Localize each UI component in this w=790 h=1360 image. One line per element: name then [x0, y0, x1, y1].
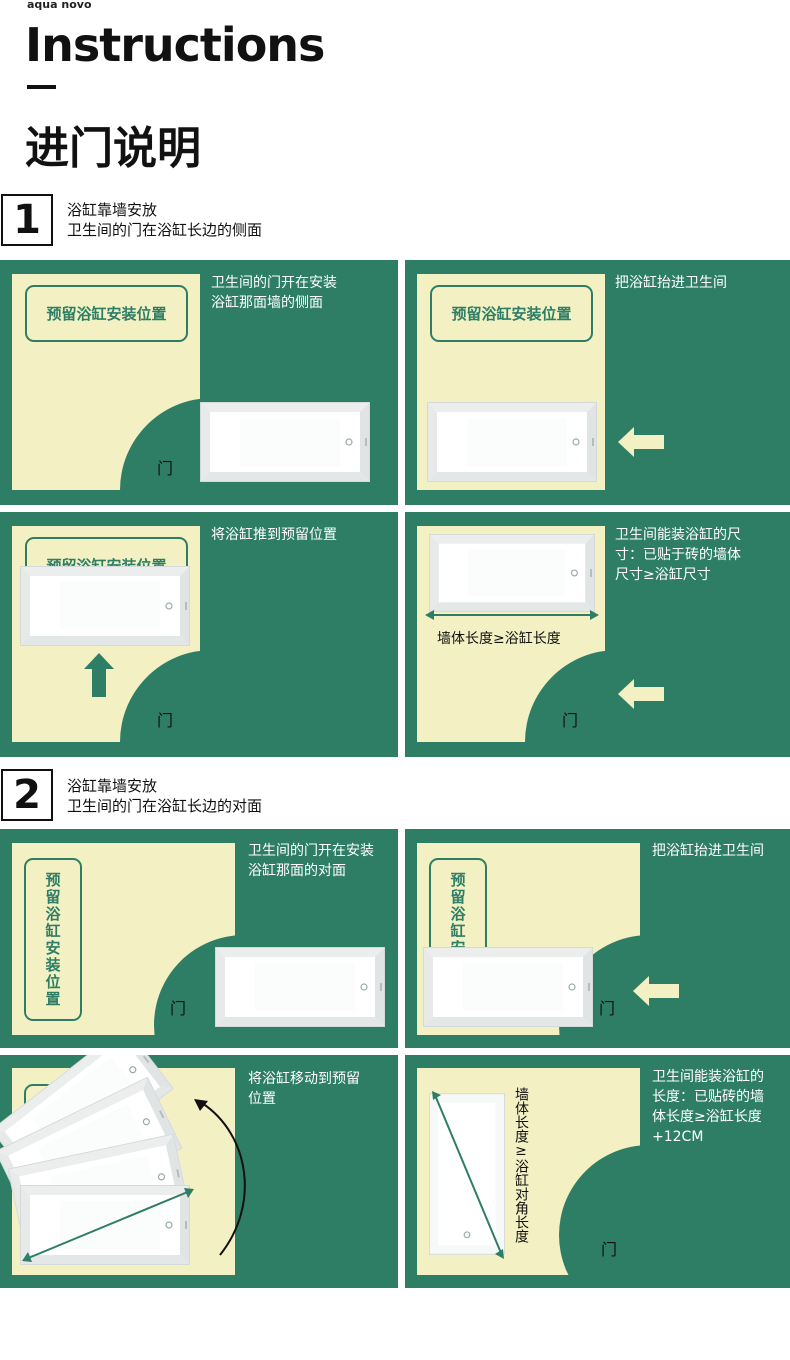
step-2-description: 浴缸靠墙安放 卫生间的门在浴缸长边的对面	[67, 776, 262, 816]
diagonal-length-annotation: 墙体长度≥浴缸对角长度	[513, 1087, 529, 1243]
arrow-left-icon	[618, 679, 664, 709]
arrow-left-icon	[618, 427, 664, 457]
bathtub-icon	[20, 566, 190, 646]
step-1-panel-1-text: 卫生间的门开在安装 浴缸那面墙的侧面	[211, 275, 337, 311]
step-1-line-2: 卫生间的门在浴缸长边的侧面	[67, 221, 263, 239]
step-2-panel-1: 预留浴缸安装位置 门 卫生间的门开在安装 浴缸那面的对面	[0, 829, 398, 1048]
curved-arrow-icon	[194, 1099, 246, 1256]
reserve-area-label: 预留浴缸安装位置	[25, 285, 188, 342]
step-2-panel-4-text: 卫生间能装浴缸的 长度：已贴砖的墙 体长度≥浴缸长度 +12CM	[652, 1069, 764, 1145]
bathtub-icon	[427, 534, 597, 612]
step-1-panel-3: 预留浴缸安装位置 门 将浴缸推到预留位置	[0, 512, 398, 757]
step-2-line-2: 卫生间的门在浴缸长边的对面	[67, 797, 263, 815]
step-1-number: 1	[1, 194, 53, 246]
reserve-area-label: 预留浴缸安装位置	[430, 285, 593, 342]
arrow-left-icon	[633, 976, 679, 1006]
page-title-zh: 进门说明	[25, 123, 201, 174]
bathtub-icon	[427, 402, 597, 482]
wall-length-annotation: 墙体长度≥浴缸长度	[437, 631, 561, 647]
diagonal-arrow-icon	[22, 1188, 194, 1262]
step-1-panel-4-text: 卫生间能装浴缸的尺 寸：已贴于砖的墙体 尺寸≥浴缸尺寸	[615, 527, 741, 583]
step-1-line-1: 浴缸靠墙安放	[67, 201, 158, 219]
arrow-up-icon	[84, 653, 114, 697]
door-label: 门	[562, 711, 579, 730]
step-1-panel-4: 墙体长度≥浴缸长度 门 卫生间能装浴缸的尺 寸：已贴于砖的墙体 尺寸≥浴缸尺寸	[405, 512, 790, 757]
step-2-number: 2	[1, 769, 53, 821]
door-label: 门	[170, 999, 187, 1018]
door-label: 门	[599, 999, 616, 1018]
step-1-panel-1: 预留浴缸安装位置 门 卫生间的门开在安装 浴缸那面墙的侧面	[0, 260, 398, 505]
step-2-panel-3: 预留浴缸安装位置 将浴缸移动到预留 位置	[0, 1055, 398, 1288]
step-2-panel-3-text: 将浴缸移动到预留 位置	[248, 1071, 360, 1107]
diagonal-arrow-icon	[432, 1091, 504, 1259]
bathtub-icon	[200, 402, 370, 482]
door-label: 门	[157, 459, 174, 478]
bathtub-icon	[215, 947, 385, 1027]
door-label: 门	[157, 711, 174, 730]
double-arrow-icon	[425, 610, 599, 620]
step-2-line-1: 浴缸靠墙安放	[67, 777, 158, 795]
step-2-panel-2: 预留浴缸安装位置 门 把浴缸抬进卫生间	[405, 829, 790, 1048]
page-title-en: Instructions	[25, 18, 325, 72]
step-1-panel-2-text: 把浴缸抬进卫生间	[615, 275, 727, 291]
title-divider	[27, 85, 56, 89]
step-1-description: 浴缸靠墙安放 卫生间的门在浴缸长边的侧面	[67, 200, 262, 240]
step-1-panel-2: 预留浴缸安装位置 把浴缸抬进卫生间	[405, 260, 790, 505]
step-1-panel-3-text: 将浴缸推到预留位置	[211, 527, 337, 543]
reserve-area-label: 预留浴缸安装位置	[24, 858, 82, 1021]
step-2-panel-1-text: 卫生间的门开在安装 浴缸那面的对面	[248, 843, 374, 879]
bathtub-icon	[423, 947, 593, 1027]
step-2-panel-2-text: 把浴缸抬进卫生间	[652, 843, 764, 859]
brand-name: aqua novo	[27, 0, 92, 11]
door-label: 门	[601, 1240, 618, 1259]
step-2-panel-4: 墙体长度≥浴缸对角长度 门 卫生间能装浴缸的 长度：已贴砖的墙 体长度≥浴缸长度…	[405, 1055, 790, 1288]
